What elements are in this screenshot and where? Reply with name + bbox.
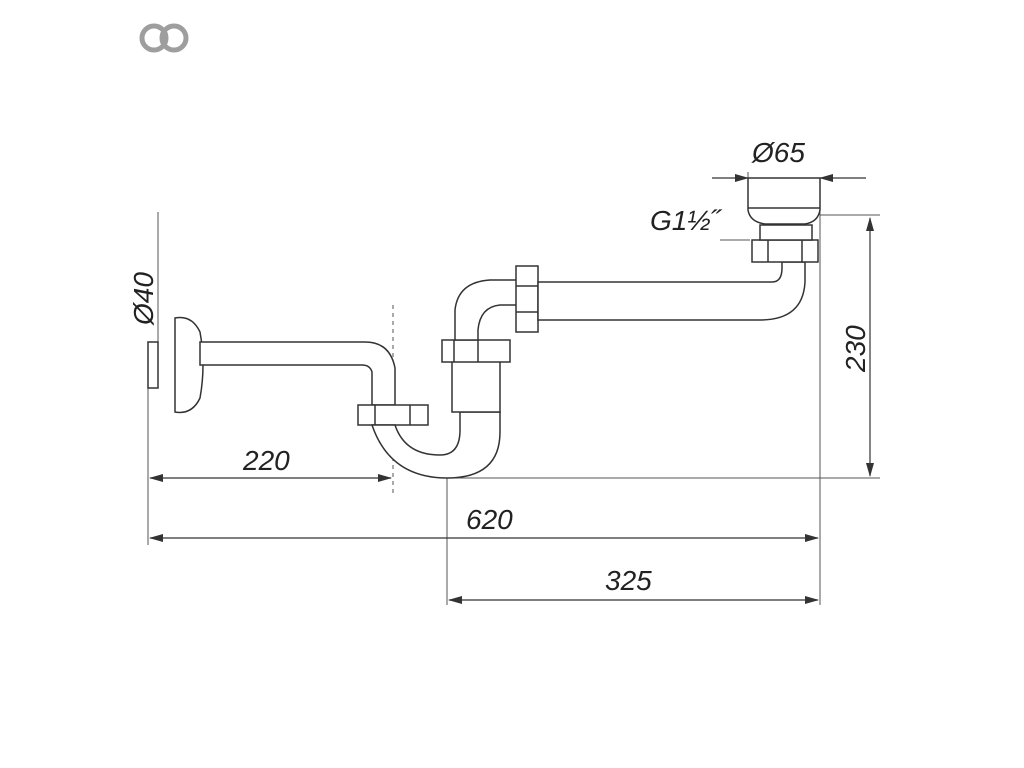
inlet-nut (751, 239, 819, 263)
trap-riser (451, 359, 501, 413)
height-label: 230 (840, 325, 871, 373)
trap-nut (441, 339, 511, 363)
siphon-body (147, 177, 821, 479)
wall-flange (174, 316, 204, 414)
linked-rings-logo-icon (139, 23, 189, 53)
elbow-nut (515, 265, 539, 333)
wall-to-trap-label: 220 (242, 445, 290, 476)
strainer-flange (747, 177, 821, 225)
total-length-label: 620 (466, 504, 513, 535)
trap-to-inlet-label: 325 (605, 565, 652, 596)
u-bend (370, 411, 501, 479)
dimension-lines (149, 174, 874, 604)
wall-rosette (147, 341, 159, 389)
wall-diameter-label: Ø40 (128, 272, 159, 326)
thread-label: G1½˝ (650, 205, 723, 236)
inlet-diameter-label: Ø65 (751, 137, 805, 168)
outlet-nut (357, 404, 429, 426)
